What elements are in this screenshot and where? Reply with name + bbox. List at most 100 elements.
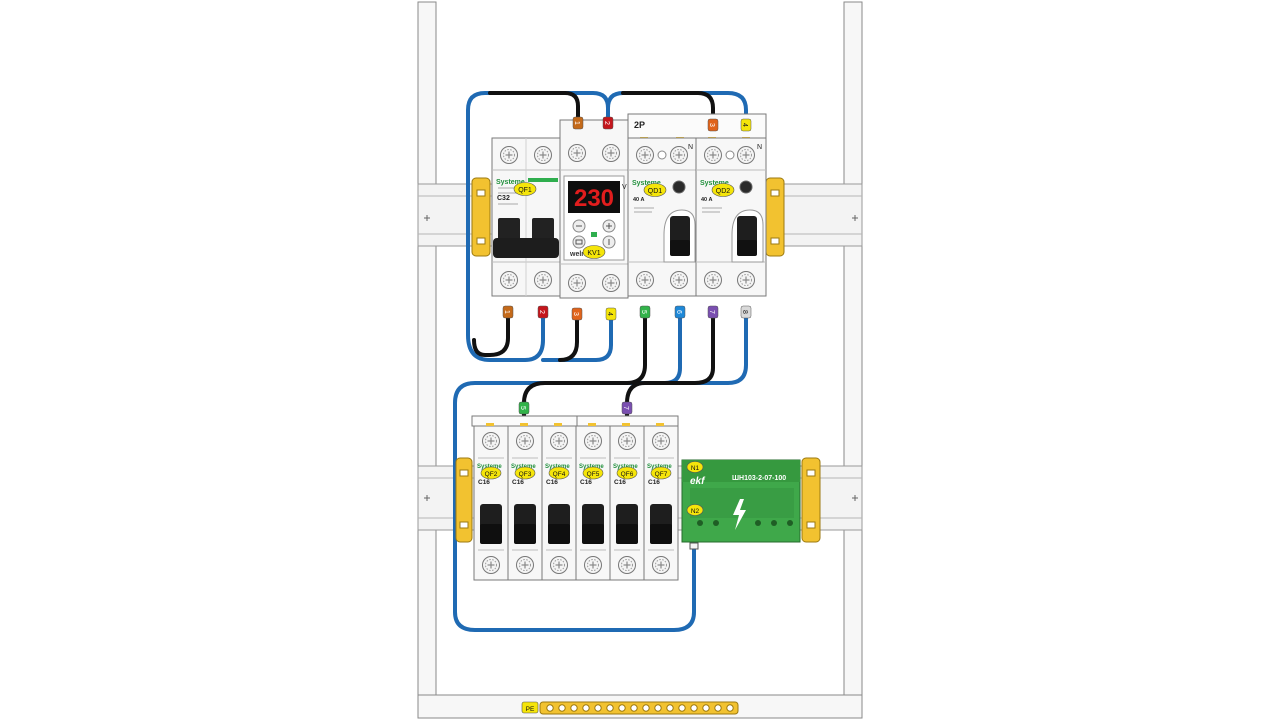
- wire-marker: 3: [707, 118, 719, 132]
- qf7-rating: C16: [648, 479, 660, 486]
- svg-text:QF5: QF5: [587, 471, 600, 478]
- breaker-qf7: [643, 423, 679, 581]
- qf2-tag: QF2: [480, 466, 502, 480]
- relay-unit: V: [622, 184, 627, 191]
- svg-text:8: 8: [741, 310, 748, 314]
- qd1-pole: N: [688, 144, 693, 151]
- rccb-qd1: [627, 137, 697, 297]
- svg-text:N2: N2: [691, 508, 700, 515]
- svg-text:7: 7: [708, 310, 715, 314]
- qf6-tag: QF6: [616, 466, 638, 480]
- qf7-tag: QF7: [650, 466, 672, 480]
- black-wire-qd1-out: [522, 316, 647, 422]
- svg-text:QF3: QF3: [519, 471, 532, 478]
- blue-wire-relay-n: [541, 316, 613, 362]
- neutral-bar-model: ШН103-2-07-100: [732, 475, 786, 482]
- relay-display: 230: [574, 185, 614, 212]
- breaker-qf5: [575, 423, 611, 581]
- svg-text:5: 5: [519, 406, 526, 410]
- wire-marker: 4: [605, 307, 617, 321]
- neutral-bar: [681, 459, 801, 550]
- breaker-qf2: [473, 423, 509, 581]
- wire-marker: 8: [740, 305, 752, 319]
- qf3-tag: QF3: [514, 466, 536, 480]
- wire-marker: 7: [707, 305, 719, 319]
- relay-brand: welrok: [569, 251, 592, 258]
- neutral-tag-n1: N1: [686, 461, 704, 473]
- wire-marker: 5: [518, 401, 530, 415]
- black-wire-top-l: [621, 91, 715, 124]
- qd2-brand: Systeme: [700, 180, 729, 187]
- svg-text:3: 3: [708, 123, 715, 127]
- pe-bar: [539, 701, 739, 715]
- qd2-tag: QD2: [711, 183, 735, 197]
- svg-text:1: 1: [573, 121, 580, 125]
- svg-text:QF1: QF1: [518, 187, 532, 194]
- wire-marker: 6: [674, 305, 686, 319]
- din-end-stop: [455, 457, 473, 543]
- relay-tag: KV1: [582, 245, 606, 259]
- black-wire-qf1-out: [472, 306, 510, 357]
- qf5-tag: QF5: [582, 466, 604, 480]
- svg-text:QF2: QF2: [485, 471, 498, 478]
- rccb-qd2: [695, 137, 767, 297]
- breaker-qf6: [609, 423, 645, 581]
- svg-text:4: 4: [741, 123, 748, 127]
- qf5-rating: C16: [580, 479, 592, 486]
- qd1-brand: Systeme: [632, 180, 661, 187]
- qd2-pole: N: [757, 144, 762, 151]
- svg-text:7: 7: [622, 406, 629, 410]
- svg-text:2: 2: [603, 121, 610, 125]
- wire-marker: 5: [639, 305, 651, 319]
- svg-text:KV1: KV1: [587, 250, 600, 257]
- qf1-rating: C32: [497, 195, 510, 202]
- qd2-current: 40 A: [701, 197, 712, 203]
- svg-text:N1: N1: [691, 465, 700, 472]
- wire-marker: 1: [502, 305, 514, 319]
- cover-label: 2P: [634, 120, 645, 130]
- black-wire-l-input: [563, 91, 580, 122]
- voltage-relay-kv1: [559, 119, 629, 299]
- black-wire-relay-l: [558, 316, 579, 362]
- breaker-qf3: [507, 423, 543, 581]
- svg-text:1: 1: [503, 310, 510, 314]
- breaker-qf4: [541, 423, 577, 581]
- blue-wire-n-loop: [466, 91, 610, 362]
- svg-text:5: 5: [640, 310, 647, 314]
- wire-marker: 2: [537, 305, 549, 319]
- qf2-rating: C16: [478, 479, 490, 486]
- svg-text:3: 3: [572, 312, 579, 316]
- wire-marker: 4: [740, 118, 752, 132]
- wire-marker: 7: [621, 401, 633, 415]
- wire-marker: 1: [572, 116, 584, 130]
- qf4-rating: C16: [546, 479, 558, 486]
- svg-text:QD1: QD1: [648, 188, 663, 195]
- black-wire-qd2-out: [625, 316, 715, 422]
- svg-text:QF6: QF6: [621, 471, 634, 478]
- svg-text:4: 4: [606, 312, 613, 316]
- qf4-tag: QF4: [548, 466, 570, 480]
- qf1-tag: QF1: [513, 182, 537, 196]
- svg-text:QF7: QF7: [655, 471, 668, 478]
- blue-wire-neutral-feed: [453, 316, 748, 632]
- neutral-tag-n2: N2: [686, 504, 704, 516]
- svg-text:QF4: QF4: [553, 471, 566, 478]
- din-end-stop: [471, 177, 491, 257]
- qf6-rating: C16: [614, 479, 626, 486]
- qf1-brand: Systeme: [496, 179, 525, 186]
- qd1-current: 40 A: [633, 197, 644, 203]
- svg-text:QD2: QD2: [716, 188, 731, 195]
- din-end-stop: [801, 457, 821, 543]
- svg-text:PE: PE: [526, 706, 535, 713]
- wire-marker: 2: [602, 116, 614, 130]
- svg-text:2: 2: [538, 310, 545, 314]
- blue-wire-top-n: [606, 91, 748, 124]
- qf3-rating: C16: [512, 479, 524, 486]
- svg-text:6: 6: [675, 310, 682, 314]
- blue-wire-n2: [663, 316, 682, 385]
- pe-label: PE: [521, 701, 539, 714]
- wire-marker: 3: [571, 307, 583, 321]
- qd1-tag: QD1: [643, 183, 667, 197]
- breaker-qf1: [491, 137, 561, 297]
